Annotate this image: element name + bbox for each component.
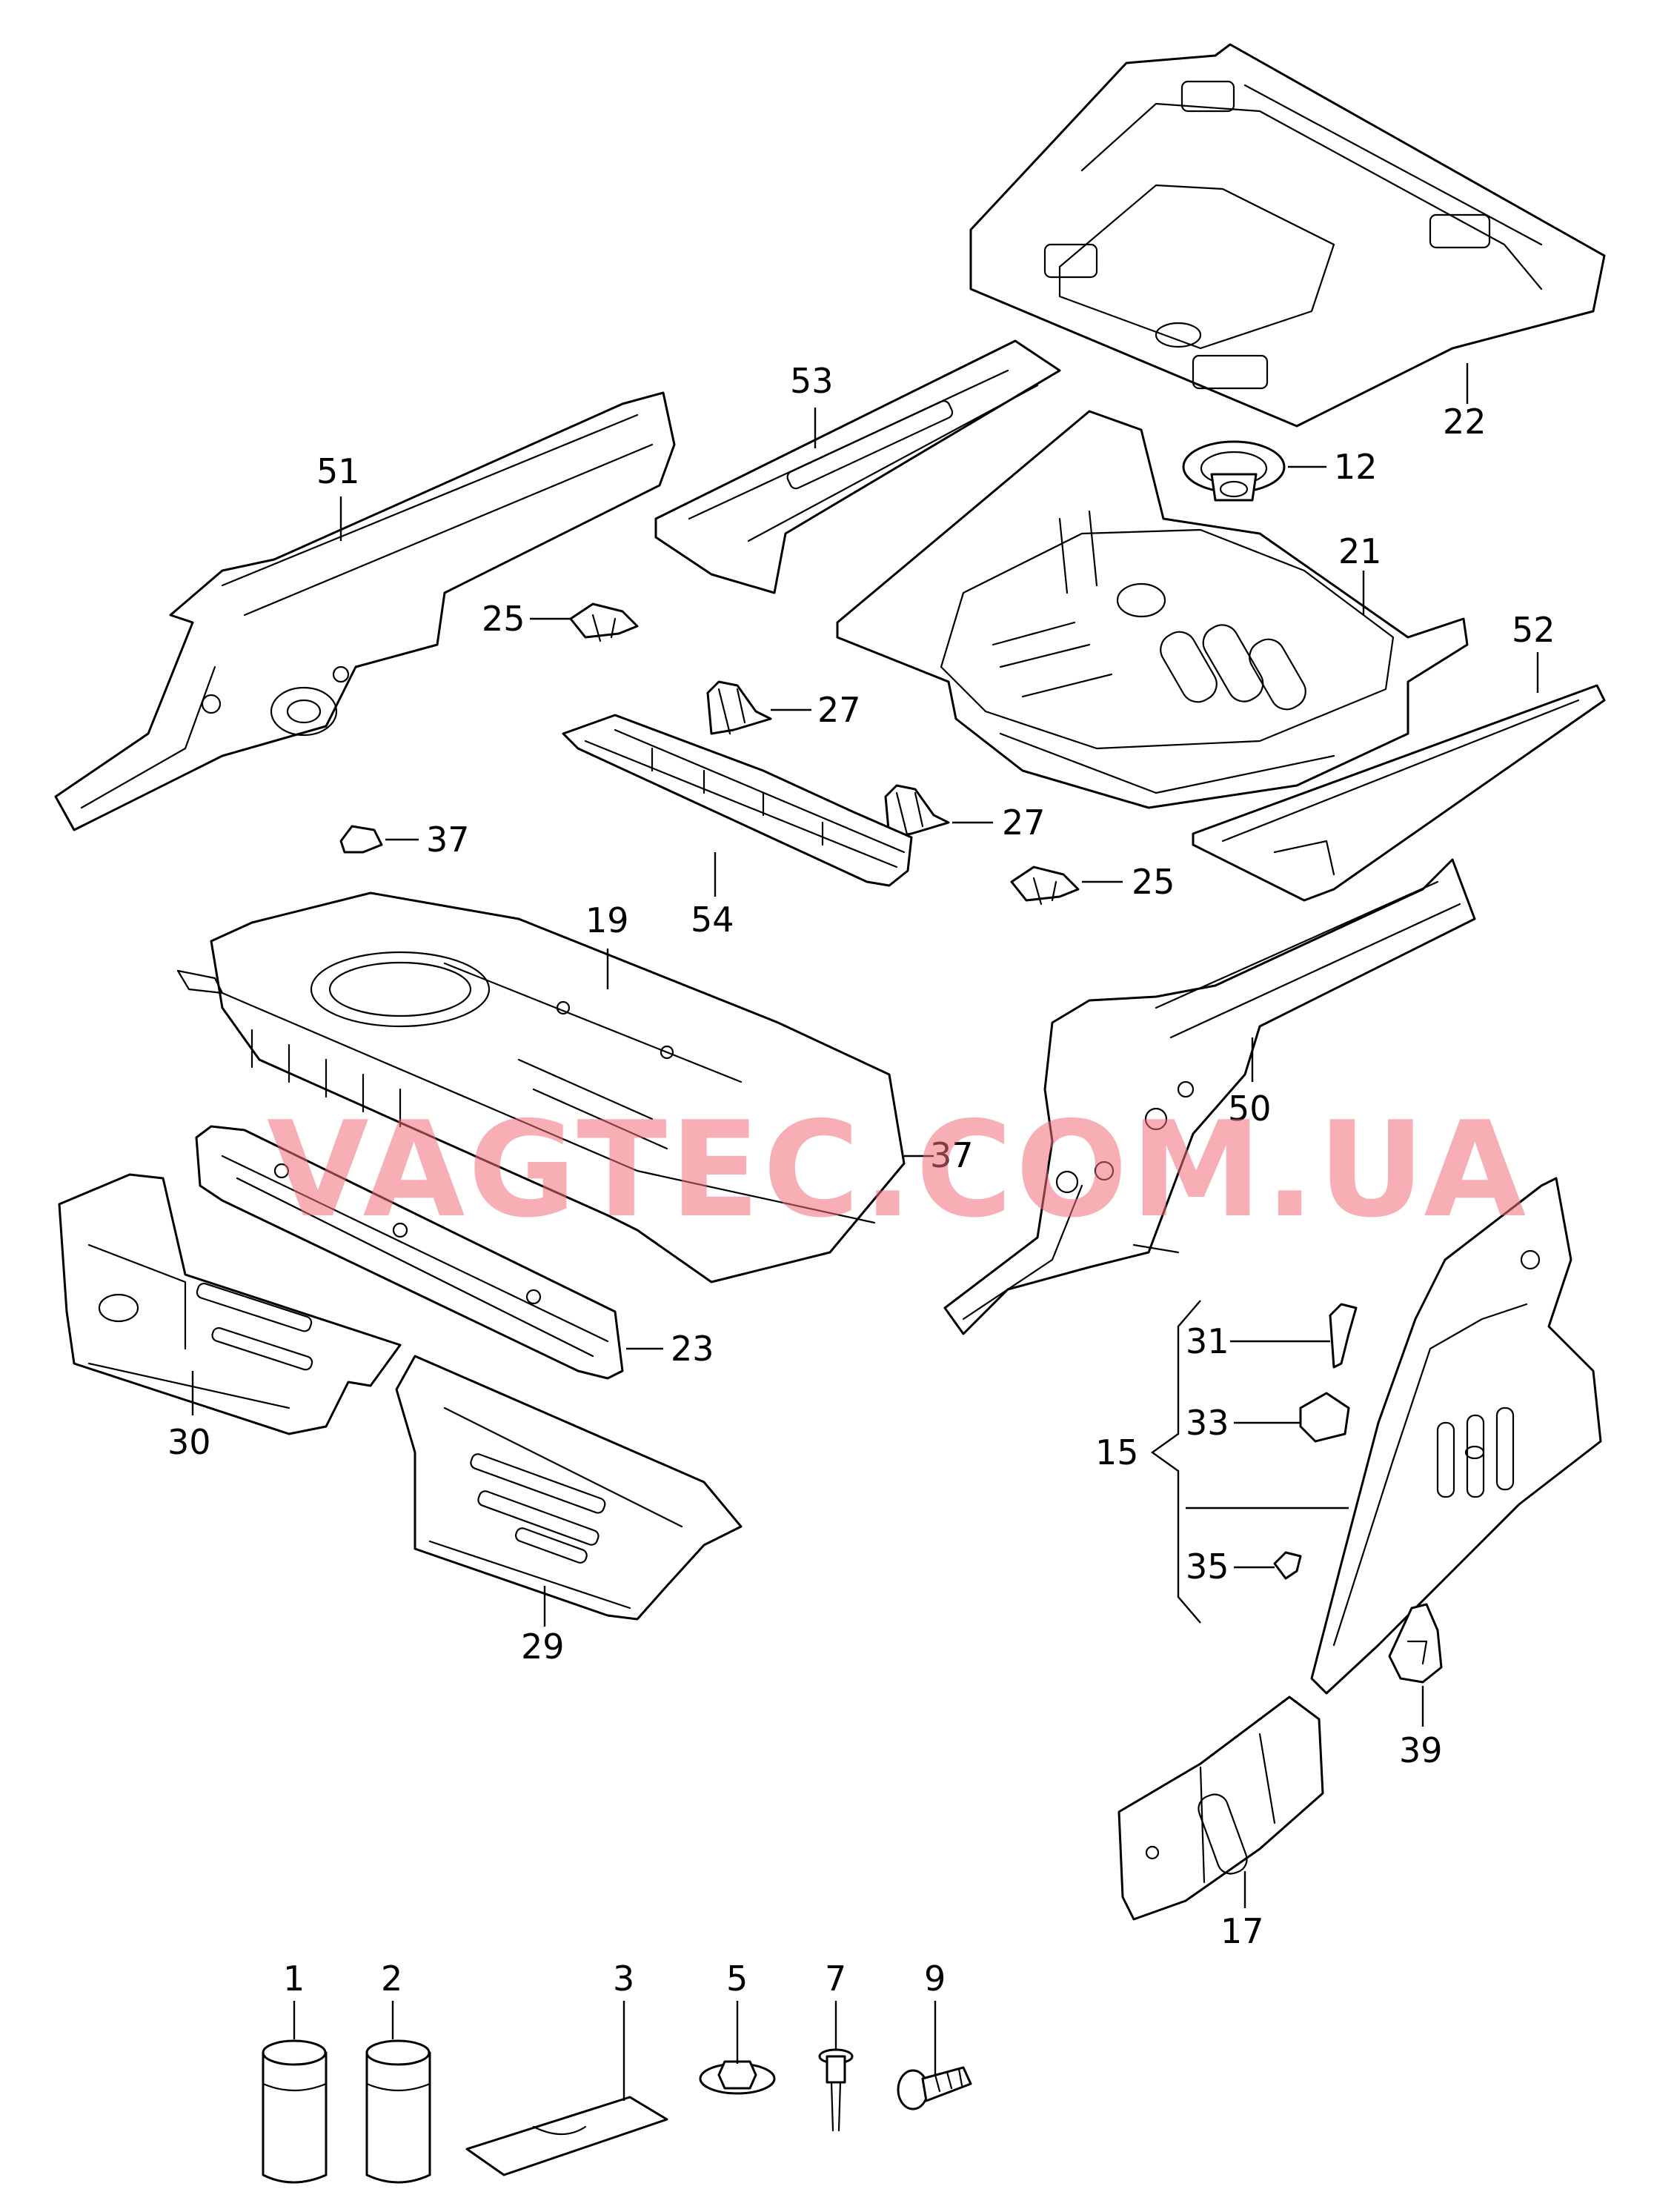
part-29-right-floor-pan — [395, 1355, 743, 1621]
callout-25a: 25 — [482, 599, 525, 639]
callout-35: 35 — [1186, 1547, 1229, 1587]
callout-37b: 37 — [930, 1135, 974, 1175]
callout-7: 7 — [825, 1959, 846, 1999]
callout-29: 29 — [521, 1627, 565, 1667]
part-3-sealing-tape — [465, 2096, 668, 2176]
part-7-rivet — [818, 2048, 854, 2132]
callout-51: 51 — [316, 451, 360, 491]
callout-17: 17 — [1220, 1911, 1264, 1951]
part-53-floor-section — [654, 339, 1061, 594]
callout-53: 53 — [790, 361, 834, 401]
part-35-clip — [1273, 1551, 1302, 1580]
part-39-clip — [1388, 1603, 1443, 1684]
callout-5: 5 — [726, 1959, 748, 1999]
callout-52: 52 — [1512, 610, 1555, 650]
part-51-left-side-member — [54, 391, 676, 831]
part-31-clip — [1329, 1303, 1358, 1369]
callout-19: 19 — [585, 900, 629, 940]
part-2-sealant-cartridge — [365, 2039, 431, 2184]
part-30-left-floor-pan — [58, 1173, 402, 1435]
callout-21: 21 — [1338, 531, 1382, 571]
callout-3: 3 — [613, 1959, 634, 1999]
part-1-sealant-cartridge — [262, 2039, 328, 2184]
part-23-cross-member — [195, 1125, 624, 1380]
callout-12: 12 — [1334, 447, 1378, 487]
callout-15: 15 — [1095, 1432, 1139, 1472]
callout-27a: 27 — [817, 690, 861, 730]
part-12-spare-wheel-mount — [1182, 440, 1286, 502]
part-wheel-housing-panel — [1310, 1177, 1602, 1695]
callout-39: 39 — [1399, 1730, 1443, 1770]
part-21-spare-wheel-well — [836, 410, 1469, 809]
part-27-bracket-upper — [706, 680, 772, 735]
callout-37a: 37 — [426, 820, 470, 860]
callout-25b: 25 — [1132, 862, 1175, 902]
callout-27b: 27 — [1002, 803, 1046, 843]
callout-9: 9 — [924, 1959, 946, 1999]
part-54-cross-member — [562, 714, 913, 887]
part-17-rear-panel-piece — [1117, 1695, 1324, 1921]
part-22-rear-floor-panel — [969, 43, 1606, 428]
callout-2: 2 — [381, 1959, 402, 1999]
callout-54: 54 — [691, 900, 734, 940]
callout-33: 33 — [1186, 1403, 1229, 1443]
part-25-bracket-upper — [569, 602, 639, 642]
part-52-side-member — [1192, 684, 1606, 902]
part-5-nut — [699, 2060, 776, 2095]
callout-31: 31 — [1186, 1321, 1229, 1361]
watermark-text: VAGTEC.COM.UA — [267, 1093, 1529, 1246]
group-15-bracket — [1150, 1300, 1349, 1624]
callout-30: 30 — [167, 1422, 211, 1462]
part-25-bracket-lower — [1010, 866, 1080, 906]
callout-1: 1 — [283, 1959, 305, 1999]
callout-50: 50 — [1228, 1089, 1272, 1129]
part-50-right-side-member — [943, 858, 1476, 1335]
callout-22: 22 — [1443, 402, 1487, 442]
part-9-bolt — [897, 2066, 972, 2110]
part-33-clip — [1299, 1392, 1350, 1443]
part-19-center-floor-pan — [176, 891, 906, 1283]
part-37-clip-upper — [339, 825, 383, 854]
callout-23: 23 — [671, 1329, 714, 1369]
